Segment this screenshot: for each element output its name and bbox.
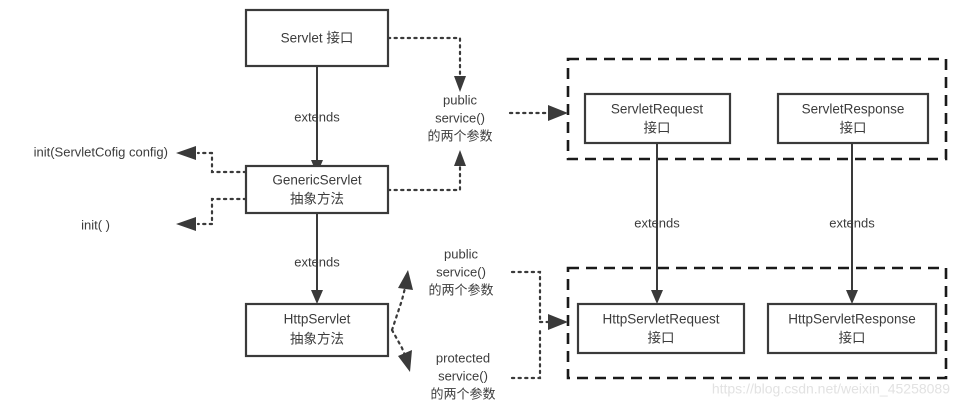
node-generic-servlet-label-1: GenericServlet <box>272 173 362 188</box>
arrowhead-init-noargs <box>176 217 196 231</box>
connector-generic-to-public-service-note <box>386 162 462 192</box>
arrowhead-note-to-request-group <box>548 105 568 121</box>
connector-protected-note-to-http-group <box>510 328 542 380</box>
edge-label-extends-servlet-generic: extends <box>294 109 340 124</box>
note-public-service-top-line2: service() <box>435 110 485 125</box>
arrowhead-servletresponse <box>846 290 858 304</box>
arrowhead-generic-to-http <box>311 290 323 304</box>
node-http-servlet-request-label-1: HttpServletRequest <box>602 312 719 327</box>
node-http-servlet-response-label-1: HttpServletResponse <box>788 312 916 327</box>
method-label-init-noargs: init( ) <box>81 217 110 232</box>
node-servlet-request-label-2: 接口 <box>644 120 671 136</box>
node-http-servlet-request-label-2: 接口 <box>648 330 675 346</box>
arrowhead-init-config <box>176 146 196 160</box>
node-http-servlet-label-1: HttpServlet <box>284 312 351 327</box>
arrowhead-servlet-note <box>454 76 466 92</box>
note-public-service-bottom-line3: 的两个参数 <box>428 282 493 297</box>
node-generic-servlet-label-2: 抽象方法 <box>290 192 344 207</box>
node-generic-servlet[interactable] <box>244 164 390 215</box>
edge-label-extends-generic-http: extends <box>294 254 340 269</box>
connector-generic-to-init-noargs <box>210 197 248 226</box>
connector-public-note-to-http-group <box>510 270 542 324</box>
connector-generic-to-init-config <box>210 151 248 174</box>
node-http-servlet-response-label-2: 接口 <box>839 330 866 346</box>
connector-http-to-public-service-note <box>390 282 408 332</box>
node-servlet-request-label-1: ServletRequest <box>611 102 704 117</box>
note-protected-service-line1: protected <box>436 350 490 365</box>
node-servlet-label: Servlet 接口 <box>281 30 354 46</box>
node-servlet-request[interactable] <box>583 92 732 145</box>
group-servlet-request-response <box>566 57 948 161</box>
arrowhead-servletrequest <box>651 290 663 304</box>
note-public-service-top-line3: 的两个参数 <box>427 128 492 143</box>
watermark: https://blog.csdn.net/weixin_45258089 <box>712 381 950 397</box>
note-public-service-top-line1: public <box>443 92 477 107</box>
note-public-service-bottom-line2: service() <box>436 264 486 279</box>
node-http-servlet-request[interactable] <box>576 302 746 355</box>
connector-servlet-to-public-service-note <box>386 36 462 82</box>
node-http-servlet[interactable] <box>244 302 390 358</box>
node-http-servlet-label-2: 抽象方法 <box>290 332 344 347</box>
arrowhead-generic-note <box>454 150 466 166</box>
node-servlet[interactable] <box>244 8 390 68</box>
note-protected-service-line2: service() <box>438 368 488 383</box>
node-servlet-response-label-2: 接口 <box>840 120 867 136</box>
arrowhead-http-public-note <box>398 270 413 290</box>
note-protected-service-line3: 的两个参数 <box>430 386 495 401</box>
method-label-init-config: init(ServletCofig config) <box>34 144 168 159</box>
note-public-service-bottom-line1: public <box>444 246 478 261</box>
edge-label-extends-request: extends <box>634 215 680 230</box>
edge-label-extends-response: extends <box>829 215 875 230</box>
node-http-servlet-response[interactable] <box>766 302 938 355</box>
group-http-servlet-request-response <box>566 266 948 380</box>
arrowhead-public-note-to-http-group <box>548 314 568 330</box>
node-servlet-response-label-1: ServletResponse <box>802 102 905 117</box>
node-servlet-response[interactable] <box>776 92 930 145</box>
arrowhead-http-protected-note <box>398 350 412 372</box>
